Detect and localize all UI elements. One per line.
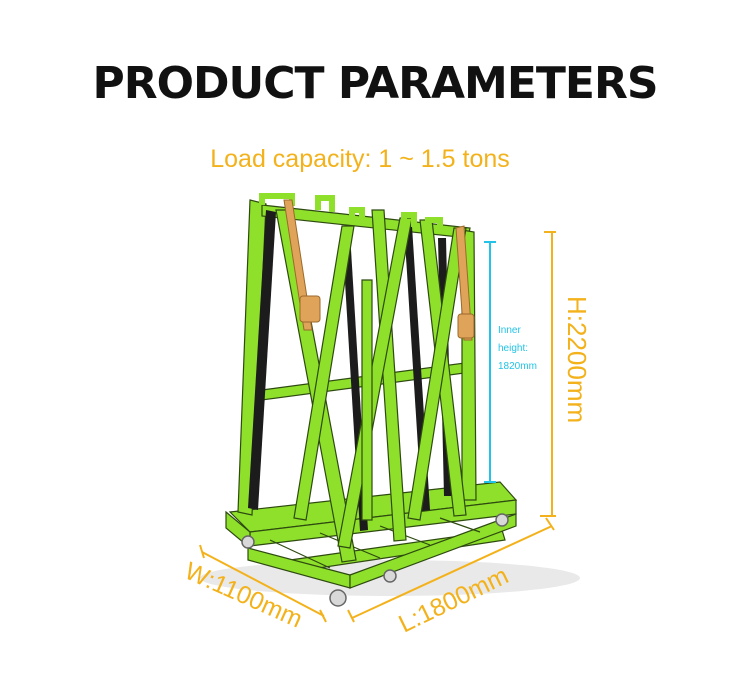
page-title: PRODUCT PARAMETERS <box>92 58 658 109</box>
inner-height-label-line3: 1820mm <box>498 361 537 372</box>
height-dimension-label: H:2200mm <box>562 296 592 423</box>
inner-height-bracket <box>484 241 496 483</box>
inner-height-label-line1: Inner <box>498 325 521 336</box>
width-dimension-bracket <box>199 544 327 623</box>
rack-a-frame-legs <box>275 209 467 563</box>
ratchet-straps <box>283 199 475 341</box>
length-dimension-bracket <box>347 517 555 623</box>
load-capacity-label: Load capacity: 1 ~ 1.5 tons <box>210 145 510 173</box>
rack-wheels <box>241 513 509 607</box>
height-dimension-bracket <box>540 231 556 517</box>
inner-height-label-line2: height: <box>498 343 528 354</box>
